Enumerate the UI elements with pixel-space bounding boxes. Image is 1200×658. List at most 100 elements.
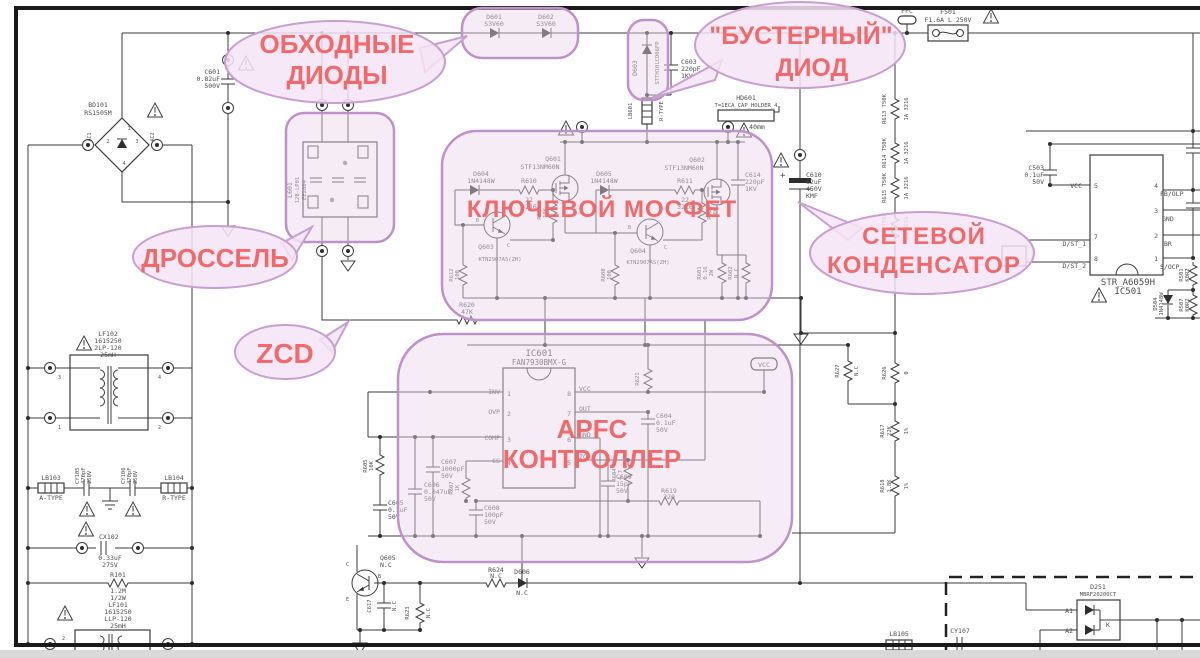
warning-icon [983, 8, 999, 24]
pin-number: 8 [1094, 255, 1098, 263]
pin-number: 2 [62, 636, 65, 642]
ac1-label: AC1 [87, 132, 93, 141]
r610-size: 3216 [521, 203, 537, 211]
pin-number: 6 [567, 436, 571, 444]
r101-watt: 1/2W [110, 594, 126, 602]
r618-tol: 1% [904, 482, 910, 489]
callout-bubbles [132, 1, 1035, 380]
c603-voltage: 1KV [681, 72, 693, 80]
c606-value: 0.047uF [424, 488, 451, 496]
hd601-ref: HD601 [736, 94, 756, 102]
booster-diode-region [626, 18, 670, 102]
pin-letter: B [476, 218, 479, 224]
c607-voltage: 50V [441, 472, 453, 480]
r614-ref: R614 T50K [882, 137, 888, 167]
cy105-voltage: 250V [87, 470, 93, 484]
r617-tol: 1% [904, 427, 910, 434]
pfc-net: PFC [901, 7, 913, 15]
r604-value: 4.7 [618, 470, 624, 480]
lf102-value: 25mH [100, 351, 116, 359]
cy106-ref: CY106 [121, 467, 127, 484]
hd601-holder [717, 109, 775, 122]
r101-ref: R101 [110, 571, 126, 579]
lf102-code: 1615250 [94, 337, 121, 345]
pin-number: 4 [158, 375, 161, 381]
c607-ref: C607 [441, 458, 457, 466]
c603-ref: C603 [681, 58, 697, 66]
ic501-pin-fbolp: FB/OLP [1160, 190, 1184, 198]
ic601-pin-ovp: OVP [488, 408, 500, 416]
ground-icon [340, 260, 356, 272]
r610-ref: R610 [521, 177, 537, 185]
r605-value: 10K [369, 460, 375, 471]
c605-voltage: 50V [388, 513, 400, 521]
r612-ref: R612 [449, 268, 455, 281]
mains-cap-bubble [809, 211, 1035, 295]
ic501-pin-br: BR [1164, 240, 1172, 248]
page-edge-strip [0, 650, 1200, 658]
pin-number: 4 [507, 459, 511, 467]
callout-mains-line1: СЕТЕВОЙ [862, 222, 986, 250]
lb104-ref: LB104 [164, 474, 184, 482]
f501-rating: F1.6A L 250V [925, 16, 972, 24]
q604-pn: KTN2907AS(ZH) [626, 260, 669, 266]
bridge-pin: 4 [122, 161, 125, 167]
r601-watt: 2W [709, 269, 715, 276]
c601-voltage: 500V [204, 82, 220, 90]
bridge-pin: 2 [106, 139, 109, 145]
r501-value: K0R2 [1185, 268, 1191, 281]
callout-booster-line2: ДИОД [776, 54, 849, 82]
c603-value: 220pF [681, 65, 701, 73]
ic601-pin-gnd: GND [579, 431, 591, 439]
r606-value: 10K [713, 207, 719, 218]
cx102-ref: CX102 [99, 533, 119, 541]
pin-number: 2 [1154, 232, 1158, 240]
r601-ref: R601 [697, 266, 703, 279]
r611-size: 3216 [677, 203, 693, 211]
ic601-pin-inv: INV [488, 388, 500, 396]
warning-icon [147, 102, 163, 118]
callout-texts: ОБХОДНЫЕ ДИОДЫ "БУСТЕРНЫЙ" ДИОД ДРОССЕЛЬ… [141, 20, 1020, 474]
f501-ref: F501 [940, 8, 956, 16]
d602-pn: S3V60 [536, 20, 556, 28]
ic601-pin-cs: CS [492, 457, 500, 465]
zcd-bubble [234, 324, 336, 380]
c610-type: KMF [806, 192, 818, 200]
cx102-voltage: 275V [102, 561, 118, 569]
pin-letter: B [628, 225, 631, 231]
cy107-ref: CY107 [950, 627, 970, 635]
ic601-body [502, 367, 576, 489]
c605-ref: C605 [388, 499, 404, 507]
r618-value: 1.8K [887, 479, 893, 493]
r101-value: 1.2M [110, 587, 126, 595]
r602-ref: R602 [728, 266, 734, 279]
callout-apfc-line1: APFC [557, 414, 628, 444]
bd101-ref: BD101 [88, 101, 108, 109]
d606-value: N.C [516, 589, 528, 597]
warning-icon [57, 605, 73, 621]
warning-icon [773, 152, 789, 168]
r613-ref: R613 T50K [882, 93, 888, 123]
r618-ref: R618 [880, 479, 886, 492]
hd601-pn: T=1ECA_CAP_HOLDER_4 [715, 103, 779, 109]
ic601-pin-zcd: ZCD [579, 453, 591, 461]
c608-voltage: 50V [484, 518, 496, 526]
q603-pn: KTN2907AS(ZH) [478, 257, 521, 263]
c606-voltage: 50V [424, 495, 436, 503]
pin-number: 8 [567, 390, 571, 398]
c610-voltage: 450V [806, 185, 822, 193]
bypass-diodes-region [460, 6, 580, 60]
r601-value: 0.16 [703, 266, 709, 279]
d251-pin-a1: A1 [1065, 607, 1073, 615]
lf101-ref: LF101 [108, 601, 128, 609]
r608-ref: R608 [601, 268, 607, 281]
r612-value: 100 [455, 270, 461, 280]
pin-number: 1 [1154, 255, 1158, 263]
d251-pn: MBRF20200CT [1080, 592, 1117, 598]
lf101-code: 1615250 [104, 608, 131, 616]
ac2-label: AC2 [150, 132, 156, 141]
d251-body [1076, 599, 1121, 641]
c610-ref: C610 [806, 171, 822, 179]
cx102-value: 0.33uF [98, 554, 122, 562]
